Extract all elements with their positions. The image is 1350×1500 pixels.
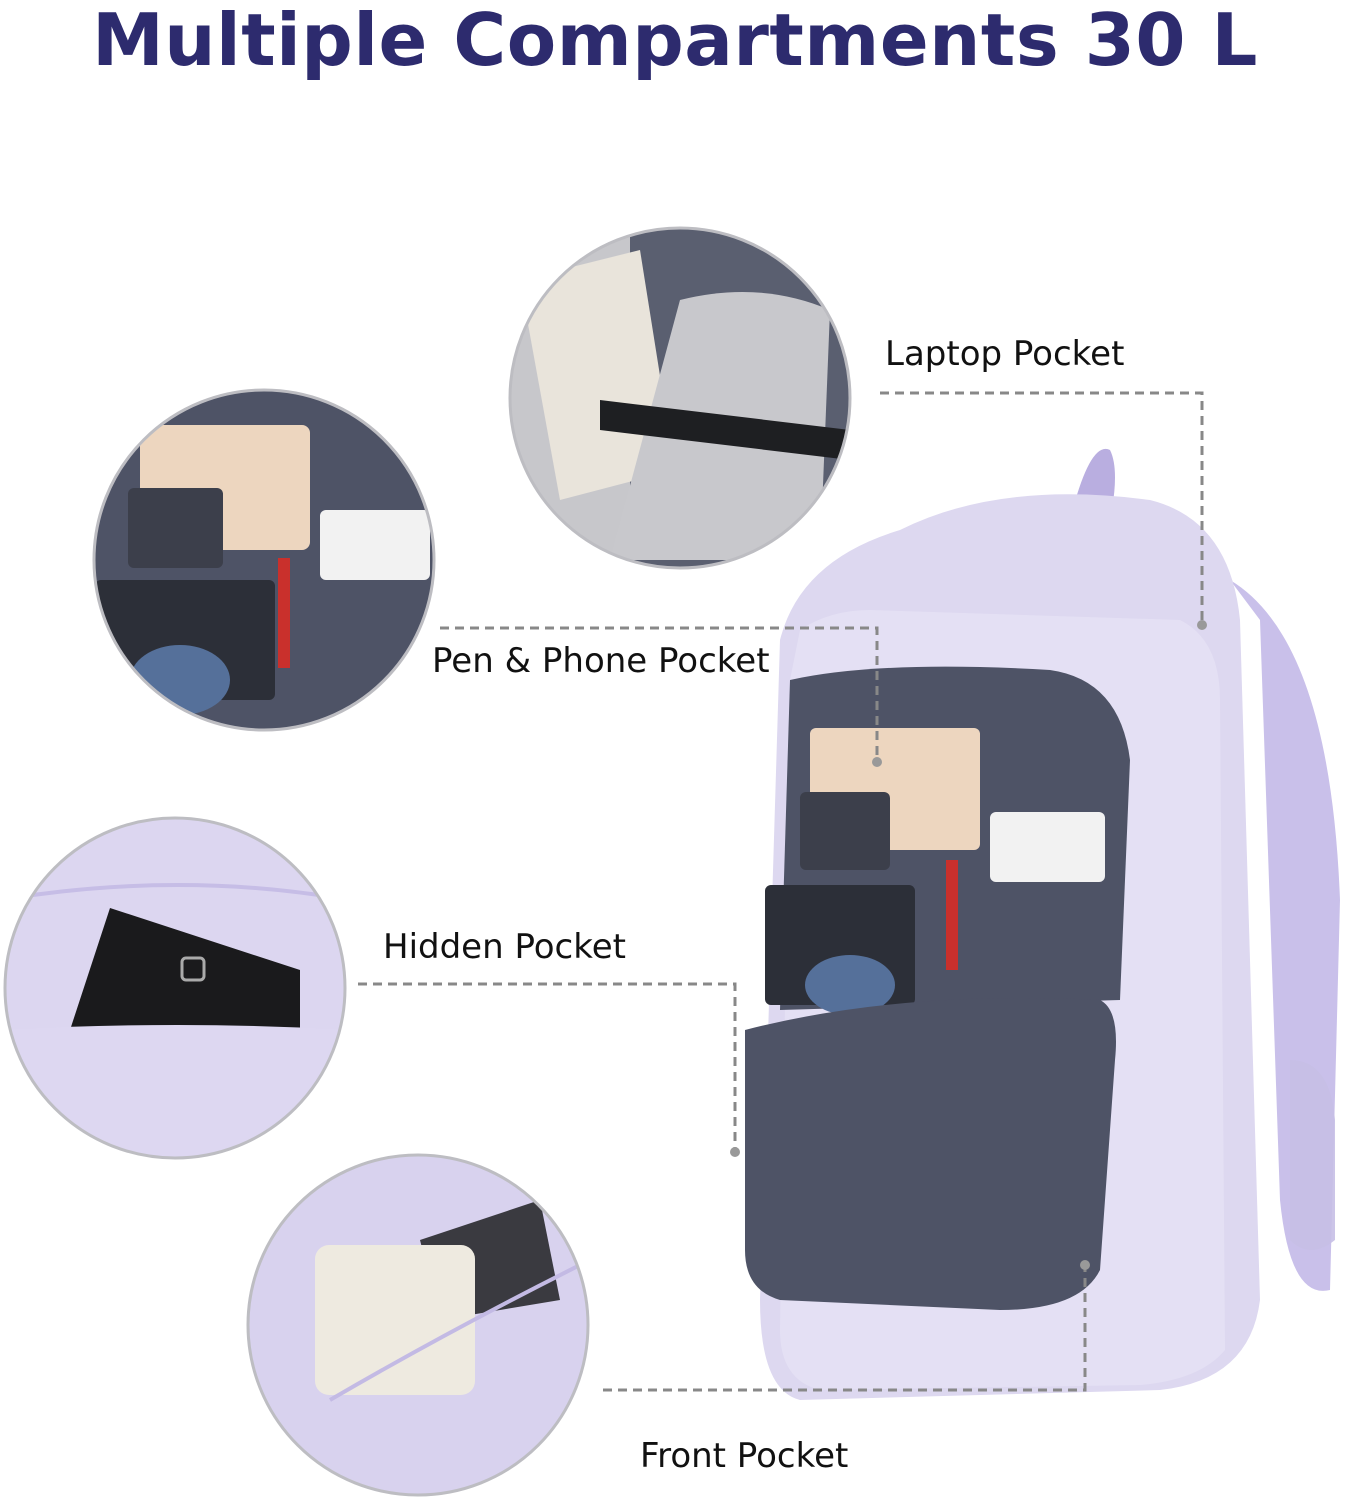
backpack-image [745,448,1340,1400]
label-laptop-pocket: Laptop Pocket [885,334,1125,374]
label-hidden-pocket: Hidden Pocket [383,927,626,967]
page-title: Multiple Compartments 30 L [92,0,1258,82]
pen-phone-pocket-detail-image [94,390,434,730]
front-pocket-detail-image [248,1155,588,1495]
label-front-pocket: Front Pocket [640,1436,849,1476]
leader-lines [358,391,1204,1392]
label-pen-phone-pocket: Pen & Phone Pocket [432,641,770,681]
laptop-pocket-detail-image [510,228,850,568]
hidden-pocket-detail-image [5,818,345,1158]
